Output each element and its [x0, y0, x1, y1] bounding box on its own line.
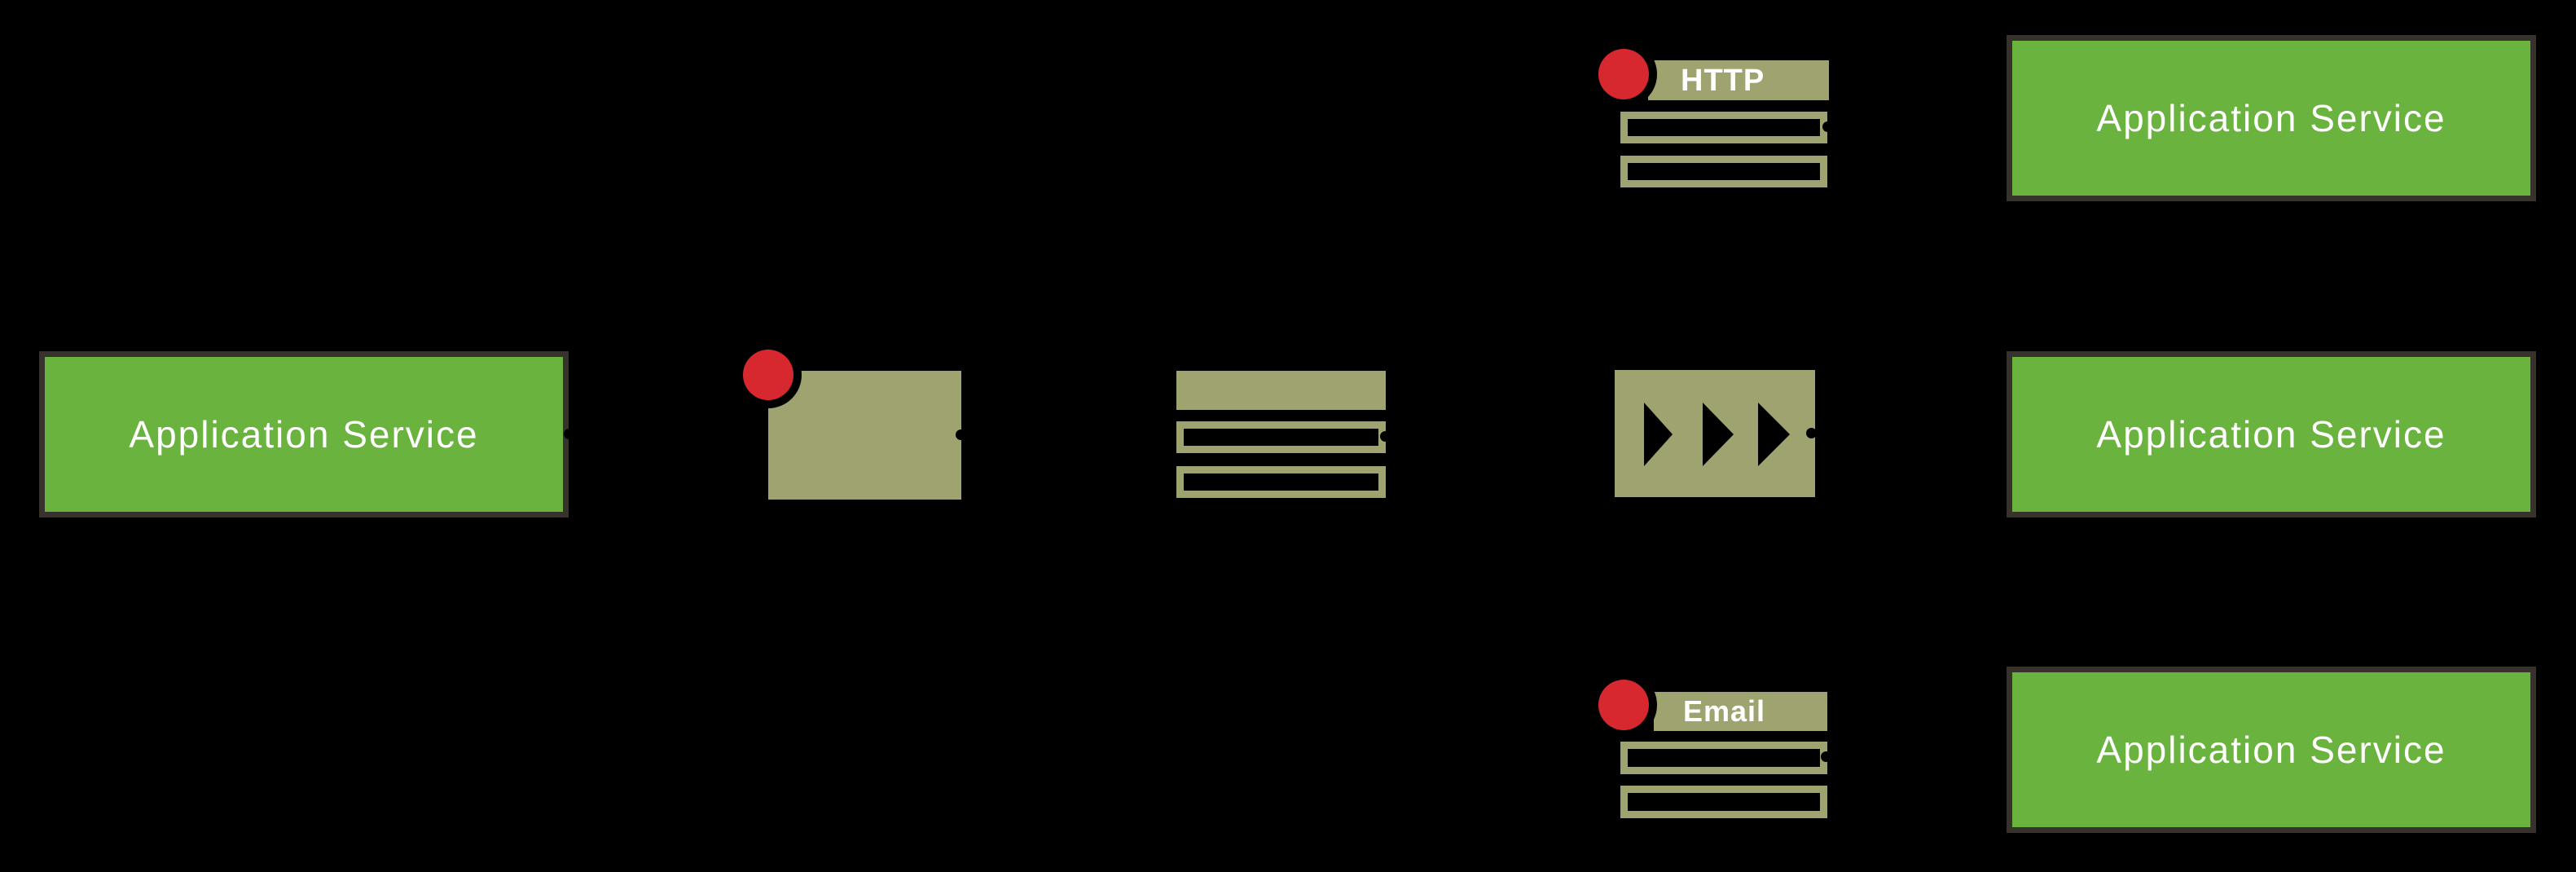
http-middle-bar	[1620, 112, 1827, 143]
email-label-bar	[1654, 692, 1827, 731]
pipeline-arrows-icon	[1615, 370, 1815, 497]
app-service-source-box: Application Service	[39, 351, 569, 517]
channel-port-dot	[1380, 431, 1391, 442]
channel-middle-bar	[1176, 421, 1386, 453]
email-red-dot-icon	[1598, 680, 1649, 730]
app-service-target-top-box: Application Service	[2007, 35, 2536, 201]
app-service-source-label: Application Service	[129, 413, 479, 456]
email-port-dot	[1821, 751, 1831, 762]
email-endpoint-label: Email	[1683, 694, 1766, 728]
channel-top-bar	[1176, 371, 1386, 410]
source-port-dot	[564, 429, 574, 439]
adapter-body	[768, 371, 961, 500]
http-bottom-bar	[1620, 156, 1827, 187]
app-service-target-bottom-box: Application Service	[2007, 667, 2536, 833]
http-endpoint-label: HTTP	[1681, 64, 1765, 98]
channel-bottom-bar	[1176, 466, 1386, 498]
email-bottom-bar	[1620, 786, 1827, 818]
app-service-target-middle-label: Application Service	[2096, 413, 2446, 456]
app-service-target-bottom-label: Application Service	[2096, 729, 2446, 771]
app-service-target-middle-box: Application Service	[2007, 351, 2536, 517]
http-port-dot	[1822, 121, 1833, 132]
app-service-target-top-label: Application Service	[2096, 97, 2446, 139]
email-middle-bar	[1620, 742, 1827, 774]
adapter-port-dot	[956, 429, 966, 440]
pipeline-port-dot	[1806, 428, 1817, 438]
adapter-red-dot-icon	[743, 350, 793, 400]
http-label-bar	[1648, 60, 1829, 100]
http-red-dot-icon	[1598, 49, 1649, 99]
